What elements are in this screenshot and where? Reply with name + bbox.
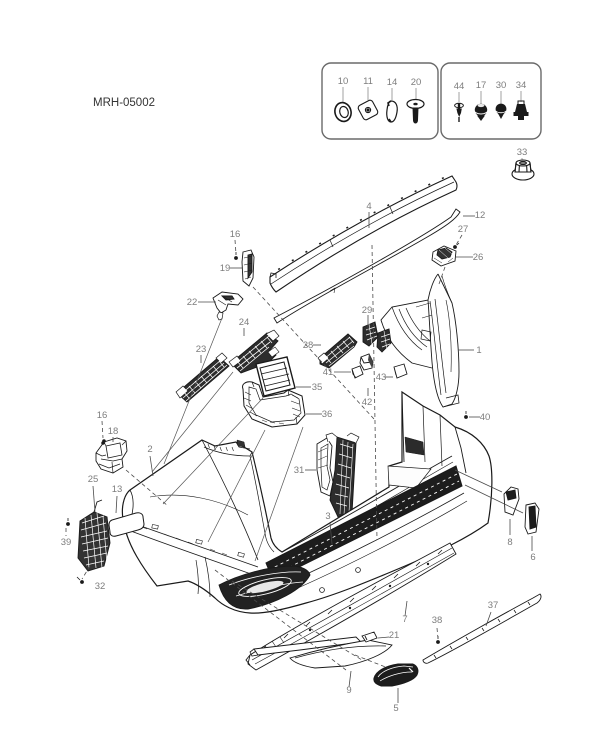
- svg-text:8: 8: [507, 537, 512, 548]
- svg-text:36: 36: [322, 409, 333, 420]
- svg-text:13: 13: [112, 484, 123, 495]
- svg-text:5: 5: [393, 703, 398, 714]
- svg-text:40: 40: [480, 412, 491, 423]
- svg-text:35: 35: [312, 382, 323, 393]
- svg-text:37: 37: [488, 600, 499, 611]
- svg-text:11: 11: [363, 76, 373, 87]
- svg-text:39: 39: [61, 537, 72, 548]
- svg-text:41: 41: [323, 367, 334, 378]
- svg-text:10: 10: [338, 76, 349, 87]
- svg-text:19: 19: [220, 263, 231, 274]
- svg-text:3: 3: [325, 511, 330, 522]
- svg-text:42: 42: [362, 397, 373, 408]
- svg-text:4: 4: [366, 201, 371, 212]
- svg-text:27: 27: [458, 224, 469, 235]
- svg-text:14: 14: [387, 77, 398, 88]
- svg-text:7: 7: [402, 614, 407, 625]
- svg-text:29: 29: [362, 305, 373, 316]
- svg-text:17: 17: [476, 80, 487, 91]
- svg-text:12: 12: [475, 210, 486, 221]
- svg-text:1: 1: [476, 345, 481, 356]
- svg-text:33: 33: [517, 147, 528, 158]
- svg-text:26: 26: [473, 252, 484, 263]
- svg-text:28: 28: [303, 340, 314, 351]
- svg-text:2: 2: [147, 444, 152, 455]
- svg-text:38: 38: [432, 615, 443, 626]
- svg-text:16: 16: [230, 229, 241, 240]
- svg-text:16: 16: [97, 410, 108, 421]
- svg-text:MRH-05002: MRH-05002: [93, 97, 155, 109]
- svg-text:43: 43: [376, 372, 387, 383]
- svg-text:30: 30: [496, 80, 507, 91]
- svg-text:20: 20: [411, 77, 422, 88]
- svg-text:22: 22: [187, 297, 198, 308]
- svg-text:9: 9: [346, 685, 351, 696]
- svg-text:6: 6: [530, 552, 535, 563]
- svg-text:44: 44: [454, 81, 465, 92]
- svg-text:25: 25: [88, 474, 99, 485]
- svg-text:21: 21: [389, 630, 400, 641]
- svg-text:23: 23: [196, 344, 207, 355]
- svg-text:18: 18: [108, 426, 119, 437]
- svg-text:34: 34: [516, 80, 527, 91]
- svg-text:24: 24: [239, 317, 250, 328]
- svg-text:32: 32: [95, 581, 106, 592]
- svg-text:31: 31: [294, 465, 305, 476]
